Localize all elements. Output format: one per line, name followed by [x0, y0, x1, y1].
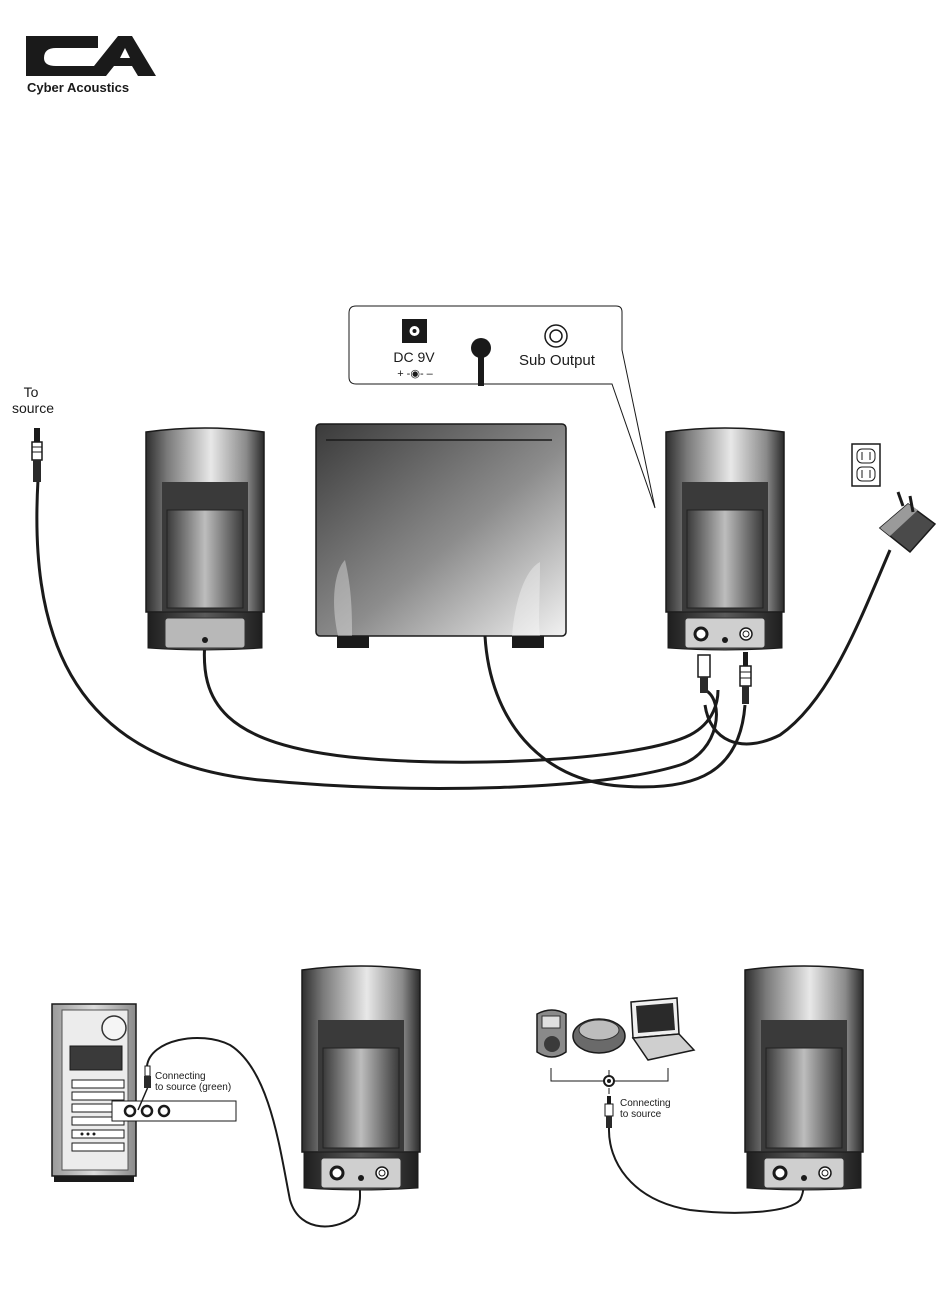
sound-card-panel: [112, 1101, 236, 1121]
left-speaker-cable: [204, 640, 718, 762]
power-adapter-icon: [880, 492, 935, 552]
dc-jack-icon: [402, 319, 427, 343]
source-plug-icon: [32, 428, 42, 482]
left-satellite-speaker: [146, 428, 264, 650]
computer-tower-icon: [52, 1004, 136, 1182]
sub-output-label: Sub Output: [519, 352, 596, 369]
portable-plug-icon: [605, 1096, 613, 1128]
brand-name: Cyber Acoustics: [27, 80, 129, 95]
brand-logo: Cyber Acoustics: [26, 36, 156, 95]
device-jack-icon: [604, 1076, 614, 1094]
wall-outlet-icon: [852, 444, 880, 486]
dc-label: DC 9V: [393, 349, 435, 365]
to-source-label: To source: [12, 384, 54, 416]
computer-caption: Connecting to source (green): [155, 1071, 231, 1093]
rca-plug-icon: [740, 652, 751, 704]
cd-player-icon: [573, 1019, 625, 1053]
portable-caption: Connecting to source: [620, 1098, 673, 1120]
bottom-left-speaker: [302, 966, 420, 1190]
subwoofer: [316, 424, 566, 648]
mp3-player-icon: [537, 1010, 566, 1057]
bottom-right-speaker: [745, 966, 863, 1190]
right-satellite-speaker: [666, 428, 784, 650]
polarity-label: + -◉- –: [397, 368, 433, 380]
sub-output-jack-icon: [545, 325, 567, 347]
ca-logo-mark: [26, 36, 156, 76]
dc-plug-icon: [698, 655, 710, 693]
laptop-icon: [631, 998, 694, 1060]
